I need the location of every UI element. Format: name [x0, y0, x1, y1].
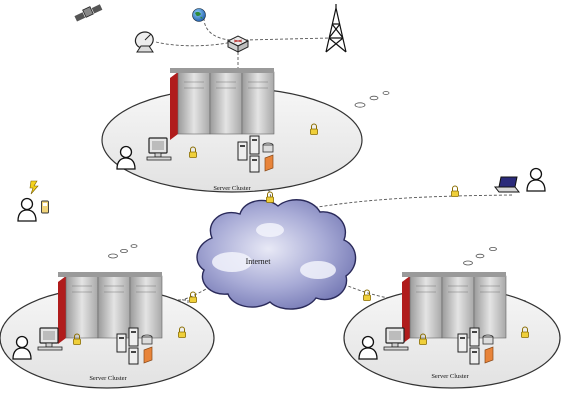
thought-bubbles	[108, 244, 138, 259]
cluster-top: Server Cluster	[101, 67, 390, 193]
internet-cloud: Internet	[196, 199, 357, 310]
satellite-icon	[74, 4, 103, 22]
server-rack-top	[169, 67, 275, 141]
cluster-top-label: Server Cluster	[213, 185, 251, 192]
radio-tower-icon	[325, 4, 347, 53]
globe-icon	[192, 8, 206, 22]
cluster-left-label: Server Cluster	[89, 375, 127, 382]
lock-icon	[189, 291, 197, 303]
mobile-user	[17, 180, 49, 222]
user-icon	[526, 167, 546, 192]
cluster-right: Server Cluster	[343, 246, 561, 389]
router-icon	[226, 35, 250, 53]
laptop-icon	[493, 176, 521, 193]
thought-bubbles	[463, 246, 497, 266]
satellite-dish-icon	[134, 31, 154, 53]
remote-user	[493, 167, 546, 193]
server-rack-left	[57, 271, 163, 345]
lightning-icon	[29, 180, 39, 195]
cluster-right-label: Server Cluster	[431, 373, 469, 380]
server-rack-right	[401, 271, 507, 345]
cloud-label: Internet	[246, 257, 272, 266]
lock-icon	[363, 289, 371, 301]
workstation-right	[383, 327, 409, 351]
thought-bubbles	[354, 91, 390, 108]
mobile-phone-icon	[41, 200, 49, 214]
workstation-top	[146, 137, 172, 161]
lock-icon	[266, 191, 274, 203]
lock-icon	[451, 185, 459, 197]
workstation-left	[37, 327, 63, 351]
cloud-icon	[196, 199, 357, 310]
cluster-left: Server Cluster	[0, 244, 215, 389]
user-icon	[17, 197, 37, 222]
